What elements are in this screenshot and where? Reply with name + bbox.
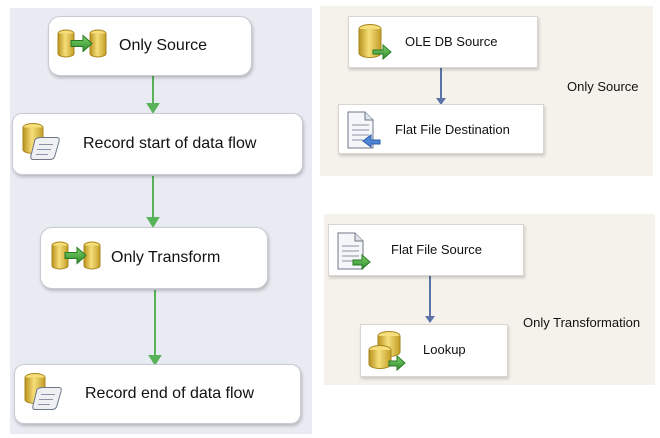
data-flow-task-icon [57, 28, 107, 65]
flat-file-destination-icon [345, 110, 381, 153]
task-record-end[interactable]: Record end of data flow [14, 364, 301, 424]
task-label: Record end of data flow [85, 385, 254, 402]
component-label: Flat File Destination [395, 122, 510, 137]
dataflow-only-transformation-canvas: Flat File Source Lookup Only Transformat… [324, 214, 655, 385]
component-ole-db-source[interactable]: OLE DB Source [348, 16, 538, 68]
task-label: Record start of data flow [83, 135, 257, 152]
component-flat-file-destination[interactable]: Flat File Destination [338, 104, 544, 154]
component-label: Lookup [423, 342, 466, 357]
dataflow-only-source-canvas: OLE DB Source Flat File Destination Only… [320, 6, 653, 176]
ole-db-source-icon [357, 23, 393, 66]
task-label: Only Transform [111, 249, 221, 266]
component-label: Flat File Source [391, 242, 483, 257]
data-paths [436, 68, 446, 105]
arrowhead-1 [146, 103, 160, 114]
task-only-source[interactable]: Only Source [48, 16, 252, 76]
component-lookup[interactable]: Lookup [360, 324, 508, 377]
control-flow-canvas: Only Source Record start of data flow [10, 8, 312, 434]
component-flat-file-source[interactable]: Flat File Source [328, 224, 524, 276]
execute-sql-task-icon [21, 122, 61, 167]
flat-file-source-icon [335, 231, 371, 274]
dataflow-caption: Only Source [567, 79, 639, 94]
component-label: OLE DB Source [405, 34, 498, 49]
lookup-icon [367, 330, 407, 375]
data-path-arrowhead [425, 316, 435, 323]
data-path-arrowhead [436, 98, 446, 105]
precedence-constraints [146, 76, 162, 366]
execute-sql-task-icon [23, 372, 63, 417]
arrowhead-2 [146, 217, 160, 228]
data-paths [425, 276, 435, 323]
data-flow-task-icon [51, 240, 101, 277]
task-label: Only Source [119, 37, 208, 54]
arrowhead-3 [148, 355, 162, 366]
task-record-start[interactable]: Record start of data flow [12, 113, 303, 175]
task-only-transform[interactable]: Only Transform [40, 227, 268, 289]
dataflow-caption: Only Transformation [523, 315, 641, 330]
